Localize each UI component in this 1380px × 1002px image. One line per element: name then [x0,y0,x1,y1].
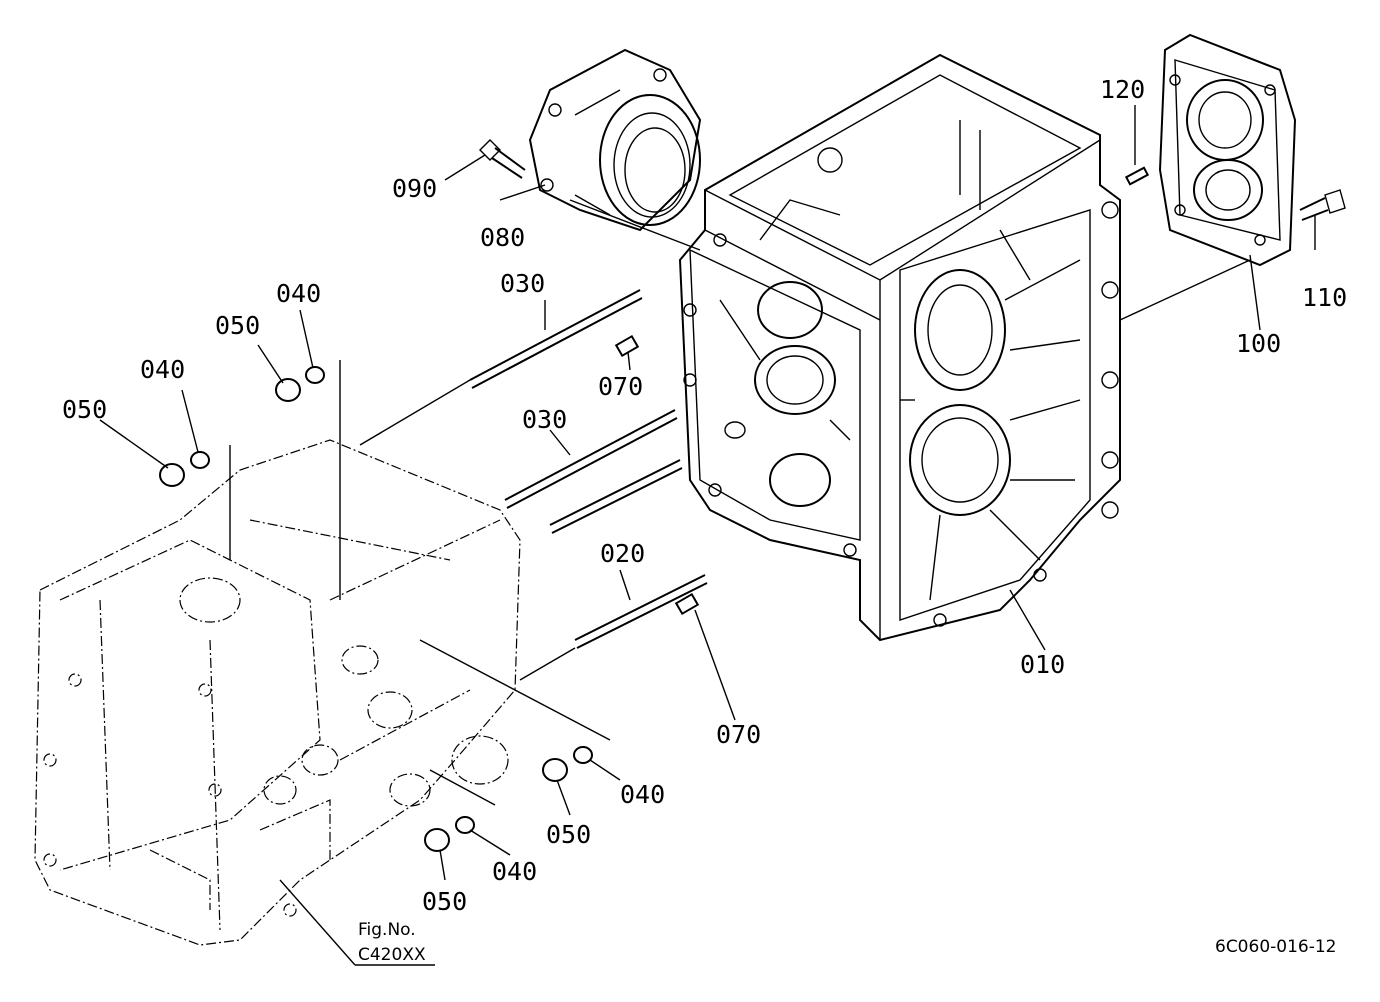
leader-lines [99,105,1316,966]
callout-050-right: 050 [546,820,591,849]
callout-010: 010 [1020,650,1065,679]
callout-100: 100 [1236,329,1281,358]
fasteners [159,139,1346,852]
callout-030-lower: 030 [522,405,567,434]
callout-050-left: 050 [62,395,107,424]
callout-labels: 010 020 030 030 040 040 040 040 050 050 … [62,75,1347,916]
drawing-code: 6C060-016-12 [1215,937,1336,957]
rear-cover [1158,33,1297,267]
callout-050-top: 050 [215,311,260,340]
fig-ref-line2: C420XX [358,945,426,965]
transmission-case [678,53,1121,642]
reference-housing [34,439,521,946]
callout-040-left: 040 [140,355,185,384]
fig-ref-line1: Fig.No. [358,920,416,940]
bearing-housing [528,48,702,232]
callout-030-upper: 030 [500,269,545,298]
callout-040-right: 040 [620,780,665,809]
callout-070-lower: 070 [716,720,761,749]
callout-040-bottom: 040 [492,857,537,886]
callout-020: 020 [600,539,645,568]
callout-050-bottom: 050 [422,887,467,916]
figure-reference: Fig.No. C420XX [358,920,426,965]
callout-070-upper: 070 [598,372,643,401]
callout-110: 110 [1302,283,1347,312]
callout-090: 090 [392,174,437,203]
callout-080: 080 [480,223,525,252]
callout-040-top: 040 [276,279,321,308]
callout-120: 120 [1100,75,1145,104]
